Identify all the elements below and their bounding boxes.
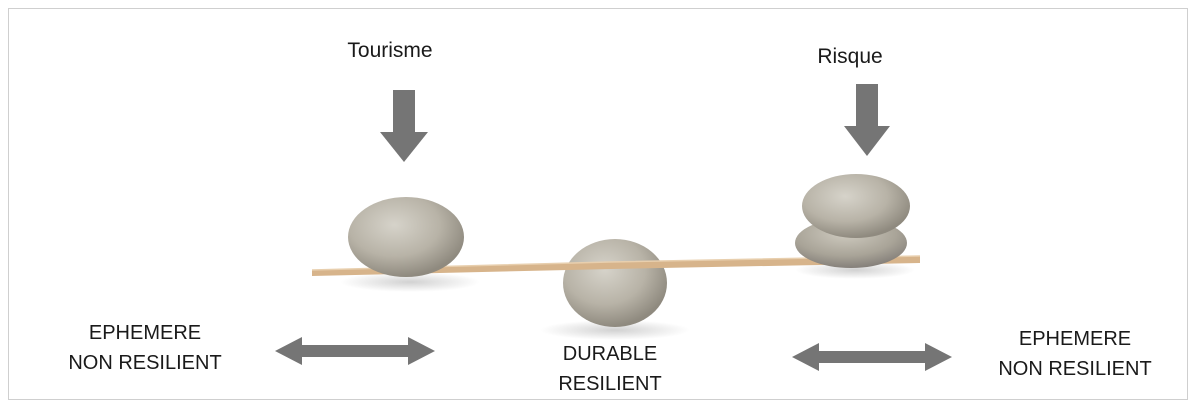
right-stone-top <box>802 174 910 238</box>
label-left-line1: EPHEMERE <box>88 322 202 344</box>
label-center-line1: DURABLE <box>562 343 658 365</box>
label-left-line2: NON RESILIENT <box>68 352 222 374</box>
down-arrow-risque <box>844 84 890 156</box>
center-stone <box>563 239 667 327</box>
label-center-line2: RESILIENT <box>558 373 662 395</box>
stone-shadow <box>795 261 915 279</box>
label-right-state: EPHEMERE NON RESILIENT <box>960 324 1190 384</box>
label-right-line2: NON RESILIENT <box>998 358 1152 380</box>
down-arrow-tourisme <box>380 90 428 162</box>
label-tourisme: Tourisme <box>347 39 433 62</box>
stone-shadow <box>540 320 690 340</box>
label-risque: Risque <box>817 45 883 68</box>
label-center-state: DURABLE RESILIENT <box>520 339 700 399</box>
stone-shadow <box>340 272 480 292</box>
label-left-state: EPHEMERE NON RESILIENT <box>30 318 260 378</box>
left-stone <box>348 197 464 277</box>
label-right-line1: EPHEMERE <box>1018 328 1132 350</box>
double-arrow-left <box>275 337 435 365</box>
balance-stick <box>312 256 920 276</box>
double-arrow-right <box>792 343 952 371</box>
